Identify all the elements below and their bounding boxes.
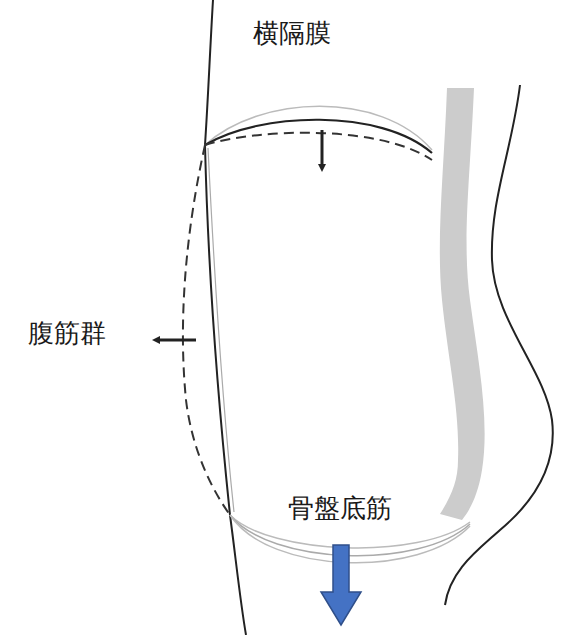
spine-band xyxy=(440,88,485,520)
abdominal-wall xyxy=(208,148,234,512)
pelvic-floor-arrow xyxy=(321,545,361,625)
part-label: 骨盤底筋 xyxy=(285,493,395,524)
part-label: 腹筋群 xyxy=(25,318,109,349)
front-outline xyxy=(205,0,246,635)
diaphragm-arc xyxy=(205,120,432,153)
abdominal-arrow xyxy=(156,339,196,342)
diaphragm-arc xyxy=(205,106,432,150)
part-label: 横隔膜 xyxy=(250,18,334,49)
abdominal-wall-dashed xyxy=(183,145,230,515)
diaphragm-arrow xyxy=(321,130,324,168)
diaphragm-dashed xyxy=(205,133,432,160)
